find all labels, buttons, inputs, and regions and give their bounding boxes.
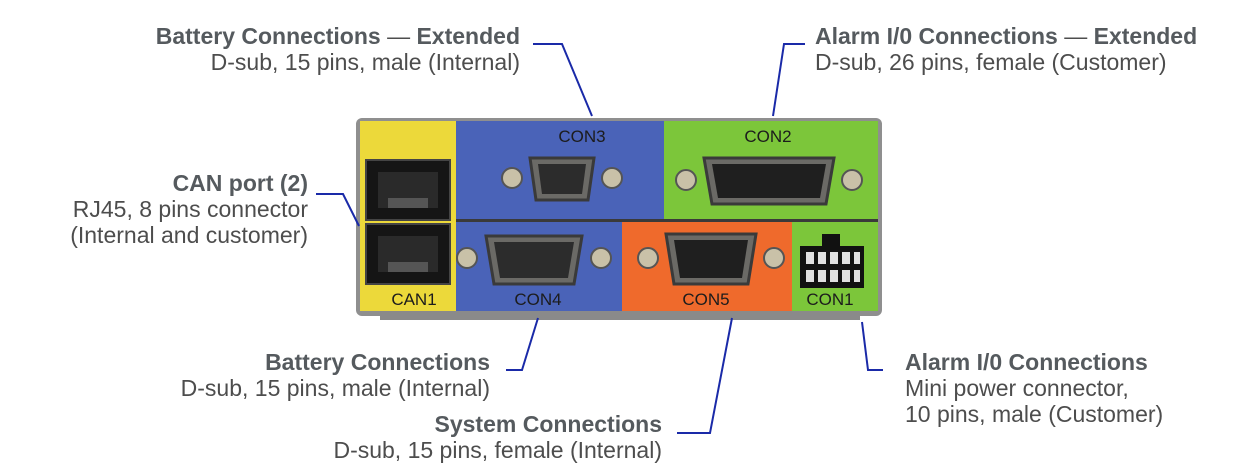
con5-dsub-connector [637, 232, 785, 286]
label-alarm-extended: Alarm I/0 Connections — Extended D-sub, … [815, 23, 1197, 75]
label-description-line2: (Internal and customer) [70, 222, 308, 248]
label-title-suffix: Extended [416, 23, 520, 49]
leader-system [677, 317, 733, 434]
con1-label: CON1 [806, 290, 853, 309]
label-description: D-sub, 15 pins, female (Internal) [333, 437, 662, 463]
con5-label: CON5 [682, 290, 729, 309]
label-battery: Battery Connections D-sub, 15 pins, male… [80, 349, 490, 401]
leader-can [316, 193, 360, 227]
label-title: Alarm I/0 Connections [905, 349, 1148, 375]
label-separator: — [380, 23, 417, 49]
con4-label: CON4 [514, 290, 561, 309]
label-description-line2: 10 pins, male (Customer) [905, 401, 1164, 427]
leader-battery-ext [533, 43, 593, 117]
label-can-port: CAN port (2) RJ45, 8 pins connector (Int… [20, 170, 308, 248]
label-alarm: Alarm I/0 Connections Mini power connect… [905, 349, 1163, 427]
label-description: D-sub, 15 pins, male (Internal) [210, 49, 520, 75]
con2-label: CON2 [744, 127, 791, 146]
con3-label: CON3 [558, 127, 605, 146]
label-title: Alarm I/0 Connections [815, 23, 1058, 49]
leader-battery [506, 317, 539, 371]
label-description: D-sub, 26 pins, female (Customer) [815, 49, 1167, 75]
label-separator: — [1057, 23, 1094, 49]
label-title: System Connections [434, 411, 663, 437]
can1-label: CAN1 [391, 290, 436, 309]
label-title: Battery Connections [155, 23, 381, 49]
con2-dsub-connector [675, 156, 863, 206]
label-battery-extended: Battery Connections — Extended D-sub, 15… [60, 23, 520, 75]
rj45-port-lower [365, 223, 451, 285]
label-title: Battery Connections [265, 349, 490, 375]
label-description-line1: RJ45, 8 pins connector [72, 196, 308, 222]
leader-alarm [861, 321, 883, 371]
con1-mini-power-connector [800, 234, 864, 288]
con3-dsub-connector [501, 156, 623, 202]
label-title-suffix: Extended [1093, 23, 1198, 49]
rj45-port-upper [365, 159, 451, 221]
label-description-line1: Mini power connector, [905, 375, 1129, 401]
label-system: System Connections D-sub, 15 pins, femal… [230, 411, 662, 463]
label-description: D-sub, 15 pins, male (Internal) [180, 375, 490, 401]
con4-dsub-connector [456, 234, 612, 286]
label-title: CAN port (2) [172, 170, 308, 196]
leader-alarm-ext [772, 43, 805, 117]
